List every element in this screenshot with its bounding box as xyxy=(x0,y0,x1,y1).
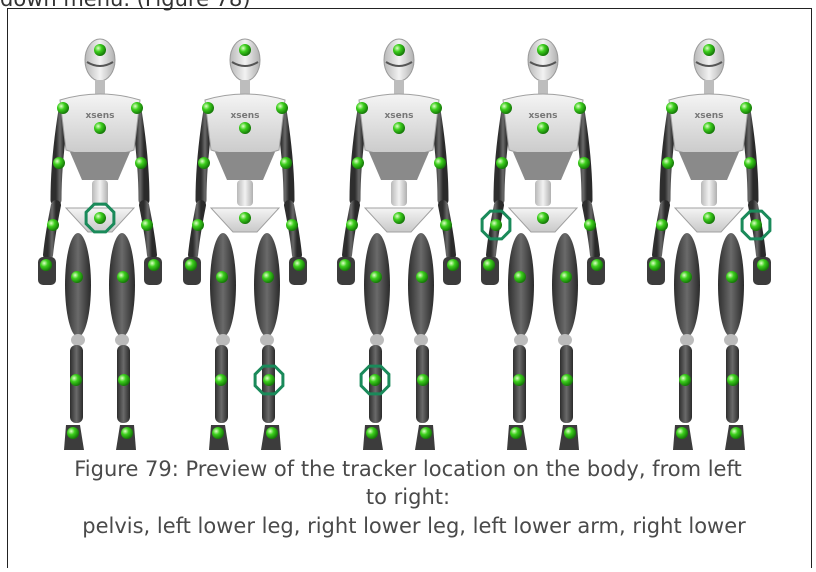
sensor-marker xyxy=(70,374,82,386)
tracker-figure-3: xsens xyxy=(337,39,461,450)
figure-caption-line-2: to right: xyxy=(20,483,796,511)
sensor-marker xyxy=(584,219,596,231)
sensor-marker xyxy=(369,374,381,386)
sensor-marker xyxy=(339,259,351,271)
tracker-figure-5: xsens xyxy=(647,39,771,450)
sensor-marker xyxy=(131,102,143,114)
sensor-marker xyxy=(121,427,133,439)
sensor-marker xyxy=(40,259,52,271)
sensor-marker xyxy=(564,427,576,439)
sensor-marker xyxy=(216,271,228,283)
sensor-marker xyxy=(727,374,739,386)
tracker-figure-2: xsens xyxy=(183,39,307,450)
sensor-marker xyxy=(447,259,459,271)
sensor-marker xyxy=(352,157,364,169)
sensor-marker xyxy=(393,212,405,224)
sensor-marker xyxy=(537,122,549,134)
xsens-logo: xsens xyxy=(230,111,259,121)
sensor-marker xyxy=(263,374,275,386)
sensor-marker xyxy=(117,271,129,283)
sensor-marker xyxy=(202,102,214,114)
sensor-marker xyxy=(496,157,508,169)
sensor-marker xyxy=(135,157,147,169)
sensor-marker xyxy=(118,374,130,386)
sensor-marker xyxy=(440,219,452,231)
sensor-marker xyxy=(744,157,756,169)
sensor-marker xyxy=(537,44,549,56)
sensor-marker xyxy=(57,102,69,114)
sensor-marker xyxy=(53,157,65,169)
sensor-marker xyxy=(215,374,227,386)
sensor-marker xyxy=(420,427,432,439)
sensor-marker xyxy=(649,259,661,271)
sensor-marker xyxy=(393,122,405,134)
sensor-marker xyxy=(393,44,405,56)
sensor-marker xyxy=(293,259,305,271)
sensor-marker xyxy=(266,427,278,439)
sensor-marker xyxy=(561,374,573,386)
sensor-marker xyxy=(430,102,442,114)
sensor-marker xyxy=(148,259,160,271)
sensor-marker xyxy=(666,102,678,114)
sensor-marker xyxy=(680,271,692,283)
sensor-marker xyxy=(574,102,586,114)
sensor-marker xyxy=(510,427,522,439)
sensor-marker xyxy=(94,212,106,224)
sensor-marker xyxy=(434,157,446,169)
sensor-marker xyxy=(94,44,106,56)
sensor-marker xyxy=(560,271,572,283)
xsens-logo: xsens xyxy=(528,111,557,121)
sensor-marker xyxy=(356,102,368,114)
sensor-marker xyxy=(730,427,742,439)
sensor-marker xyxy=(370,271,382,283)
sensor-marker xyxy=(490,219,502,231)
sensor-marker xyxy=(346,219,358,231)
sensor-marker xyxy=(276,102,288,114)
sensor-marker xyxy=(71,271,83,283)
sensor-marker xyxy=(591,259,603,271)
sensor-marker xyxy=(185,259,197,271)
figure-caption-line-3: pelvis, left lower leg, right lower leg,… xyxy=(14,512,814,540)
xsens-logo: xsens xyxy=(384,111,413,121)
sensor-marker xyxy=(514,271,526,283)
sensor-marker xyxy=(578,157,590,169)
sensor-marker xyxy=(262,271,274,283)
sensor-marker xyxy=(239,44,251,56)
sensor-marker xyxy=(750,219,762,231)
sensor-marker xyxy=(239,122,251,134)
sensor-marker xyxy=(280,157,292,169)
sensor-marker xyxy=(366,427,378,439)
xsens-logo: xsens xyxy=(85,111,114,121)
sensor-marker xyxy=(239,212,251,224)
sensor-marker xyxy=(740,102,752,114)
sensor-marker xyxy=(703,212,715,224)
sensor-marker xyxy=(417,374,429,386)
sensor-marker xyxy=(192,219,204,231)
sensor-marker xyxy=(212,427,224,439)
sensor-marker xyxy=(513,374,525,386)
sensor-marker xyxy=(656,219,668,231)
sensor-marker xyxy=(679,374,691,386)
sensor-marker xyxy=(662,157,674,169)
sensor-marker xyxy=(676,427,688,439)
sensor-marker xyxy=(500,102,512,114)
sensor-marker xyxy=(198,157,210,169)
xsens-logo: xsens xyxy=(694,111,723,121)
sensor-marker xyxy=(703,122,715,134)
sensor-marker xyxy=(67,427,79,439)
sensor-marker xyxy=(94,122,106,134)
figure-caption-line-1: Figure 79: Preview of the tracker locati… xyxy=(20,455,796,483)
sensor-marker xyxy=(703,44,715,56)
sensor-marker xyxy=(141,219,153,231)
tracker-figure-1: xsens xyxy=(38,39,162,450)
sensor-marker xyxy=(537,212,549,224)
tracker-figure-4: xsens xyxy=(481,39,605,450)
sensor-marker xyxy=(416,271,428,283)
sensor-marker xyxy=(757,259,769,271)
sensor-marker xyxy=(286,219,298,231)
sensor-marker xyxy=(483,259,495,271)
sensor-marker xyxy=(47,219,59,231)
sensor-marker xyxy=(726,271,738,283)
